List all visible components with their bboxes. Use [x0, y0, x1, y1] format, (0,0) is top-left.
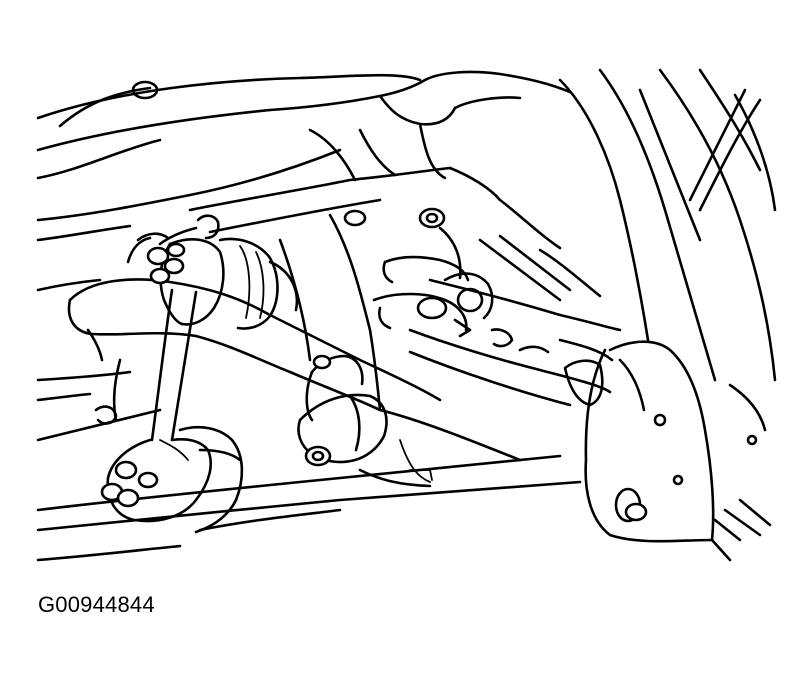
lower-beam — [36, 454, 582, 562]
center-components — [343, 207, 572, 483]
figure-id-label: G00944844 — [38, 592, 155, 617]
stabilizer-bushing-bracket — [297, 354, 388, 467]
stabilizer-link — [100, 288, 244, 534]
right-knuckle-assembly — [558, 68, 777, 562]
upper-body-panel — [36, 70, 572, 292]
crossmember-frame — [36, 166, 622, 462]
upper-link-end-boot — [126, 214, 299, 330]
lower-left-details — [86, 328, 242, 462]
stabilizer-bar — [67, 278, 442, 412]
